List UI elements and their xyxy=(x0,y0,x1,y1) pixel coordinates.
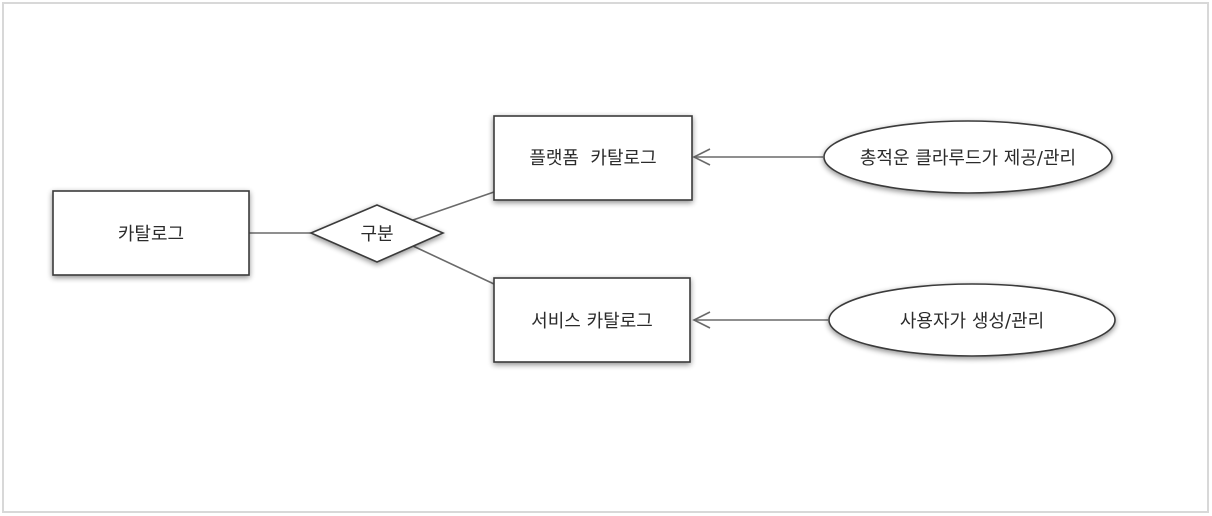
node-classify[interactable]: 구분 xyxy=(308,204,446,263)
node-catalog-label: 카탈로그 xyxy=(118,224,184,245)
edge-classify-service xyxy=(412,245,495,285)
node-service-catalog[interactable]: 서비스 카탈로그 xyxy=(493,277,691,363)
node-platform-catalog-box xyxy=(493,115,693,201)
node-user-ellipse xyxy=(828,283,1116,357)
node-provider-label: 총적운 클라루드가 제공/관리 xyxy=(860,148,1076,169)
edge-classify-platform xyxy=(412,191,495,221)
node-catalog[interactable]: 카탈로그 xyxy=(52,190,250,276)
node-user[interactable]: 사용자가 생성/관리 xyxy=(828,283,1116,357)
node-platform-catalog[interactable]: 플랫폼 카탈로그 xyxy=(493,115,693,201)
node-provider-ellipse xyxy=(823,120,1113,194)
node-user-label: 사용자가 생성/관리 xyxy=(900,311,1044,332)
arrow-head-platform xyxy=(692,148,711,166)
node-service-catalog-label: 서비스 카탈로그 xyxy=(531,311,653,332)
node-classify-diamond xyxy=(308,204,446,263)
node-catalog-box xyxy=(52,190,250,276)
node-provider[interactable]: 총적운 클라루드가 제공/관리 xyxy=(823,120,1113,194)
arrow-head-service xyxy=(692,311,711,329)
node-service-catalog-box xyxy=(493,277,691,363)
node-classify-label: 구분 xyxy=(360,224,393,245)
node-platform-catalog-label: 플랫폼 카탈로그 xyxy=(529,148,656,169)
